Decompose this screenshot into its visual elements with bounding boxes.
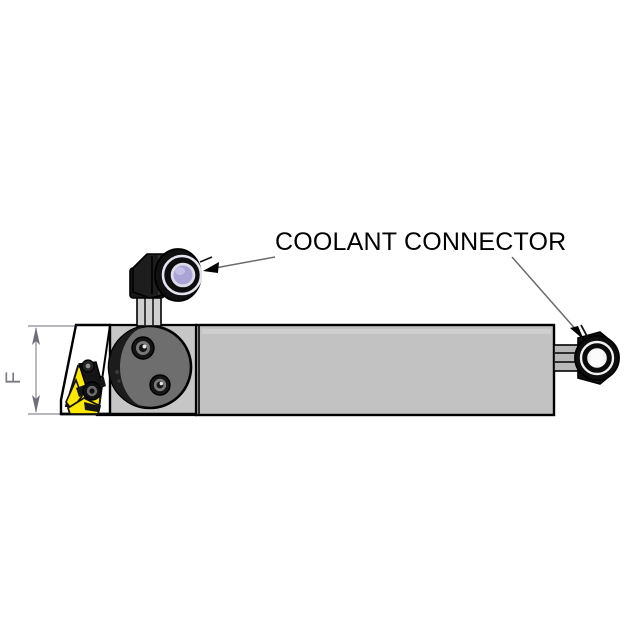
clamp-disc (107, 324, 193, 410)
leader-arrow-right (570, 326, 584, 340)
leader-line-right (511, 256, 579, 333)
clamp-screw-lower (149, 374, 171, 396)
dimension-f-group: F (2, 325, 92, 415)
shank-top-highlight (202, 329, 551, 334)
screw-lower-highlight (159, 381, 163, 386)
leader-lines (203, 256, 584, 340)
dimension-arrow-bottom (32, 395, 40, 413)
screw-upper-highlight (142, 344, 147, 349)
insert-lower-detail (84, 402, 100, 412)
tool-shank (194, 323, 556, 417)
coolant-connector-rear (553, 324, 620, 385)
clamp-screw-upper (131, 336, 155, 360)
disc-dimple-a (115, 370, 119, 374)
connector-port-highlight (175, 267, 185, 275)
coolant-connector-top (129, 248, 213, 327)
leader-arrow-left (203, 262, 219, 273)
insert-clamp-knob-center (85, 363, 91, 369)
shank-body (194, 323, 556, 417)
insert-screw-inner (89, 388, 95, 394)
connector-side-pin (199, 256, 213, 263)
rear-connector-port-face (591, 350, 603, 366)
disc-dimple-b (117, 379, 121, 383)
coolant-connector-label: COOLANT CONNECTOR (275, 228, 566, 256)
leader-line-left (214, 256, 276, 269)
rear-connector-pin (580, 324, 589, 339)
clamp-disc-shadow (109, 326, 150, 408)
cutting-insert (64, 359, 106, 415)
dimension-arrow-top (32, 327, 40, 345)
connector-stem (136, 295, 162, 327)
dimension-label-f: F (2, 372, 25, 385)
